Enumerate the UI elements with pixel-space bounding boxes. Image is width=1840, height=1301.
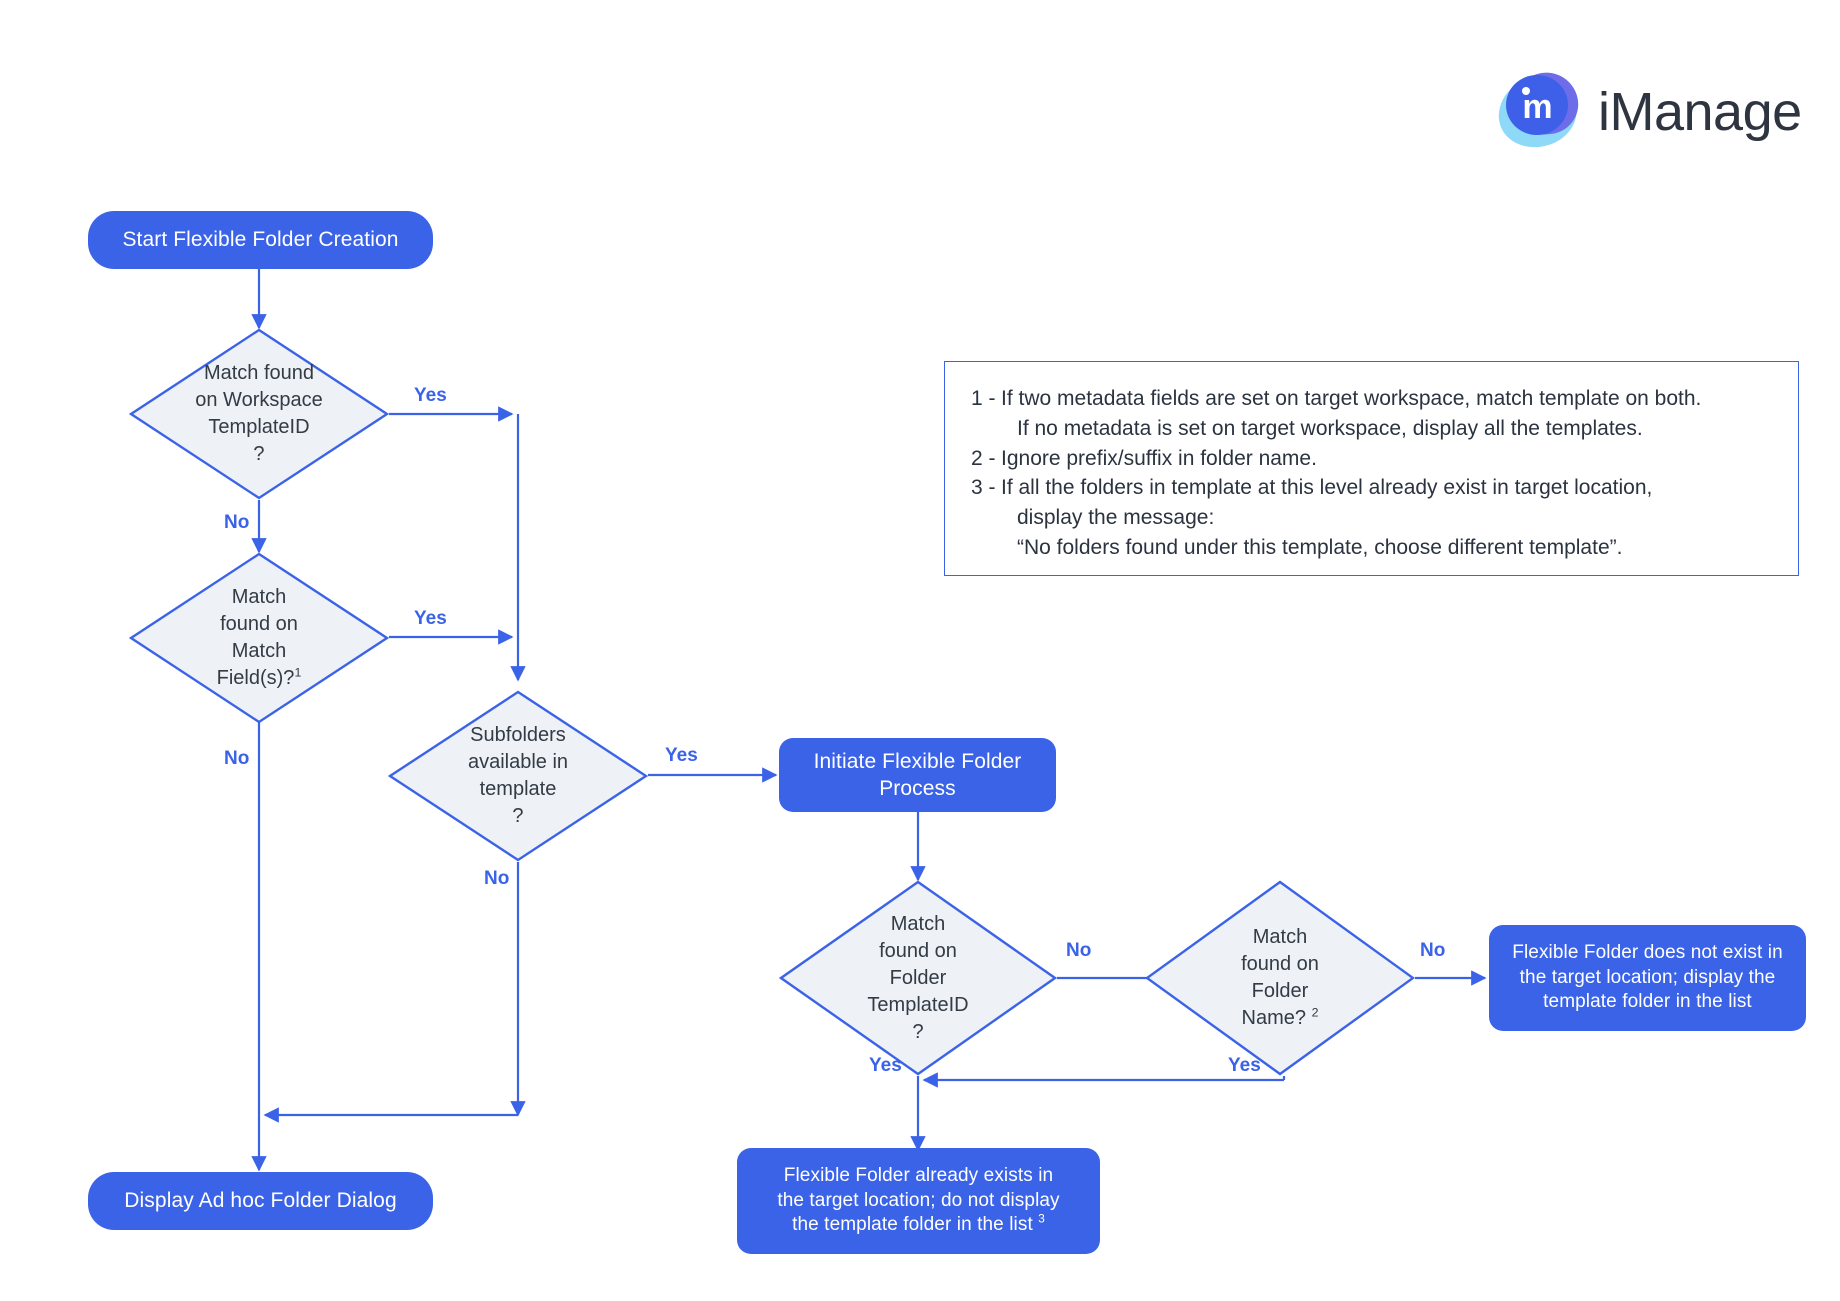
- pline-2: Process: [879, 777, 956, 800]
- footnote-1-line-1: If two metadata fields are set on target…: [1001, 387, 1702, 410]
- footnote-ref-3: 3: [1038, 1213, 1045, 1227]
- dline-2: found on: [220, 613, 298, 635]
- pline-3: template folder in the list: [1543, 991, 1752, 1013]
- pline-1: Flexible Folder does not exist in: [1512, 941, 1783, 963]
- dline-3: Folder: [1251, 980, 1309, 1002]
- edge-label-ws-yes: Yes: [414, 385, 447, 406]
- node-flexible-folder-not-exist[interactable]: Flexible Folder does not exist in the ta…: [1489, 925, 1806, 1031]
- dline-3: Match: [231, 640, 287, 662]
- dline-5: ?: [912, 1020, 924, 1043]
- dline-1: Match found: [203, 362, 315, 384]
- dline-2: found on: [1241, 953, 1319, 975]
- footnote-3-body: If all the folders in template at this l…: [1001, 473, 1772, 562]
- node-initiate-flexible-folder-process[interactable]: Initiate Flexible Folder Process: [779, 738, 1056, 812]
- footnote-3-line-2: display the message:: [1017, 506, 1215, 530]
- footnote-1-body: If two metadata fields are set on target…: [1001, 384, 1772, 444]
- footnotes-list: 1 - If two metadata fields are set on ta…: [945, 362, 1798, 563]
- dline-3: Folder: [889, 966, 947, 989]
- dline-1: Match: [231, 586, 287, 608]
- footnote-ref-1: 1: [294, 665, 302, 680]
- node-decision-folder-templateid-label: Match found on Folder TemplateID ?: [861, 911, 974, 1046]
- footnote-2-body: Ignore prefix/suffix in folder name.: [1001, 444, 1772, 474]
- footnote-1-number: 1 -: [971, 387, 996, 410]
- node-already-exists-label: Flexible Folder already exists in the ta…: [777, 1164, 1059, 1238]
- pline-3: the template folder in the list 3: [777, 1213, 1059, 1238]
- dline-4: ?: [512, 805, 524, 827]
- node-flexible-folder-already-exists[interactable]: Flexible Folder already exists in the ta…: [737, 1148, 1100, 1254]
- footnote-item-1: 1 - If two metadata fields are set on ta…: [971, 384, 1772, 444]
- node-display-adhoc-folder-dialog[interactable]: Display Ad hoc Folder Dialog: [88, 1172, 433, 1230]
- dline-4: TemplateID: [867, 993, 969, 1016]
- node-decision-match-fields[interactable]: Match found on Match Field(s)?1: [129, 552, 389, 724]
- edge-label-fname-no: No: [1420, 940, 1446, 961]
- footnote-1-line-2: If no metadata is set on target workspac…: [1017, 416, 1643, 440]
- footnote-3-line-1: If all the folders in template at this l…: [1001, 476, 1653, 500]
- edge-label-sub-no: No: [484, 868, 510, 889]
- dline-4: ?: [253, 443, 265, 465]
- dline-4-text: Name?: [1241, 1007, 1306, 1029]
- pline-2: the target location; do not display: [777, 1189, 1060, 1211]
- edge-label-sub-yes: Yes: [665, 745, 698, 766]
- node-decision-folder-name-label: Match found on Folder Name? 2: [1235, 924, 1325, 1032]
- node-start-flexible-folder-creation[interactable]: Start Flexible Folder Creation: [88, 211, 433, 269]
- dline-3: template: [479, 778, 557, 800]
- logo-m-dot: [1522, 87, 1530, 95]
- dline-1: Match: [890, 912, 946, 935]
- edge-label-ftid-no: No: [1066, 940, 1092, 961]
- dline-2: found on: [879, 939, 957, 962]
- imanage-logo-mark-icon: m: [1489, 64, 1586, 158]
- dline-1: Subfolders: [470, 724, 566, 746]
- dline-2: available in: [467, 751, 569, 773]
- footnote-2-number: 2 -: [971, 446, 996, 470]
- node-decision-folder-name[interactable]: Match found on Folder Name? 2: [1145, 880, 1415, 1076]
- logo-m-glyph: m: [1522, 88, 1552, 126]
- footnote-3-line-3: “No folders found under this template, c…: [1017, 536, 1623, 560]
- edge-label-mf-yes: Yes: [414, 608, 447, 629]
- node-decision-workspace-templateid-label: Match found on Workspace TemplateID ?: [189, 360, 328, 468]
- node-decision-folder-templateid[interactable]: Match found on Folder TemplateID ?: [779, 880, 1057, 1076]
- pline-1: Flexible Folder already exists in: [783, 1164, 1054, 1186]
- pline-2: the target location; display the: [1519, 966, 1776, 988]
- logo-blob-main: [1506, 75, 1568, 135]
- imanage-logo: m iManage: [1489, 62, 1818, 162]
- dline-4: Field(s)?1: [217, 665, 302, 692]
- decision-diamond-shape: [129, 328, 389, 500]
- node-decision-match-fields-label: Match found on Match Field(s)?1: [211, 584, 308, 692]
- footnote-2-line-1: Ignore prefix/suffix in folder name.: [1001, 446, 1317, 470]
- dline-2: on Workspace: [195, 389, 323, 411]
- footnotes-box: 1 - If two metadata fields are set on ta…: [944, 361, 1799, 576]
- pline-1: Initiate Flexible Folder: [813, 749, 1022, 773]
- edge-label-fname-yes: Yes: [1228, 1055, 1261, 1076]
- edge-label-ftid-yes: Yes: [869, 1055, 902, 1076]
- node-initiate-label: Initiate Flexible Folder Process: [814, 748, 1022, 803]
- dline-1: Match: [1252, 926, 1308, 948]
- pline-3-text: the template folder in the list: [792, 1214, 1033, 1236]
- node-not-exist-label: Flexible Folder does not exist in the ta…: [1512, 941, 1783, 1015]
- edge-label-ws-no: No: [224, 512, 250, 533]
- dline-4-text: Field(s)?: [216, 667, 295, 689]
- node-decision-subfolders-available-label: Subfolders available in template ?: [462, 722, 574, 830]
- footnote-item-3: 3 - If all the folders in template at th…: [971, 473, 1772, 562]
- decision-diamond-shape: [779, 880, 1057, 1076]
- node-start-label: Start Flexible Folder Creation: [122, 228, 399, 252]
- brand-name: iManage: [1598, 82, 1802, 142]
- dline-3: TemplateID: [208, 416, 310, 438]
- footnote-3-number: 3 -: [971, 476, 996, 500]
- decision-diamond-shape: [1145, 880, 1415, 1076]
- decision-diamond-shape: [388, 690, 648, 862]
- footnote-item-2: 2 - Ignore prefix/suffix in folder name.: [971, 444, 1772, 474]
- edge-label-mf-no: No: [224, 748, 250, 769]
- node-decision-subfolders-available[interactable]: Subfolders available in template ?: [388, 690, 648, 862]
- dline-4: Name? 2: [1241, 1005, 1319, 1032]
- node-decision-workspace-templateid[interactable]: Match found on Workspace TemplateID ?: [129, 328, 389, 500]
- footnote-ref-2: 2: [1311, 1005, 1319, 1020]
- node-adhoc-label: Display Ad hoc Folder Dialog: [124, 1189, 397, 1213]
